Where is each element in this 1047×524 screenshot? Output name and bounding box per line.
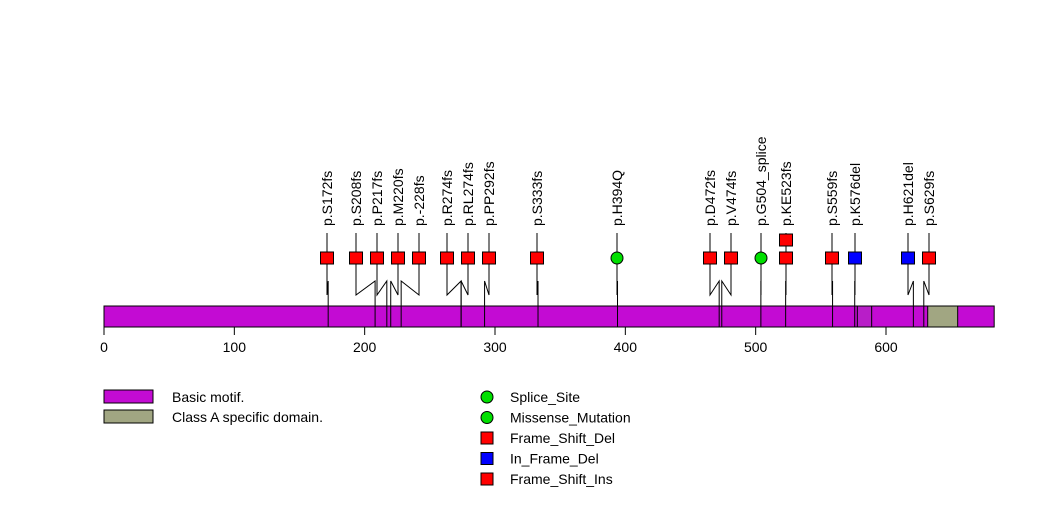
mutation-label: p.S559fs [824, 171, 840, 226]
mutation-stem [355, 258, 376, 327]
mutation-marker-square [482, 251, 496, 265]
x-tick-label: 200 [353, 339, 377, 355]
mutation-marker-square [922, 251, 936, 265]
mutation-marker-square [825, 251, 839, 265]
mutation-marker-square [440, 251, 454, 265]
mutation-marker-square [320, 251, 334, 265]
mutation-label: p.H394Q [609, 170, 625, 226]
legend-swatch [103, 409, 154, 424]
legend-marker-circle [480, 411, 494, 424]
mutation-marker-circle [754, 251, 768, 265]
mutation-label: p.PP292fs [481, 161, 497, 226]
mutation-label: p.H621del [900, 162, 916, 226]
mutation-label: p.-228fs [411, 175, 427, 226]
mutation-label: p.K576del [847, 163, 863, 226]
mutation-label: p.S629fs [921, 171, 937, 226]
mutation-stem [326, 258, 329, 327]
mutation-stem [721, 258, 732, 327]
mutation-stem [616, 258, 619, 327]
mutation-label: p.M220fs [390, 168, 406, 226]
domain-basic-motif-segment [856, 305, 873, 328]
mutation-stem [923, 258, 930, 327]
domain-class-a-domain [927, 305, 959, 328]
mutation-marker-square [703, 251, 717, 265]
mutation-label: p.V474fs [723, 171, 739, 226]
x-tick-label: 600 [874, 339, 898, 355]
domain-basic-motif [103, 305, 995, 328]
legend-label: Missense_Mutation [510, 410, 631, 426]
mutation-marker-square [349, 251, 363, 265]
mutation-stem [484, 258, 490, 327]
mutation-label: p.S333fs [529, 171, 545, 226]
mutation-marker-square [412, 251, 426, 265]
mutation-marker-square [461, 251, 475, 265]
legend-label: Basic motif. [172, 389, 244, 405]
mutation-marker-square [724, 251, 738, 265]
mutation-label: p.KE523fs [778, 161, 794, 226]
x-tick-label: 0 [100, 339, 108, 355]
mutation-stem [709, 258, 720, 327]
mutation-label: p.RL274fs [460, 162, 476, 226]
legend-marker-square [480, 472, 494, 486]
x-tick-label: 500 [744, 339, 768, 355]
x-tick-label: 100 [223, 339, 247, 355]
mutation-marker-square [779, 251, 793, 265]
mutation-stem [907, 258, 914, 327]
mutation-stem [831, 258, 834, 327]
legend-swatch [103, 389, 154, 404]
mutation-marker-square [779, 233, 793, 247]
legend-marker-square [480, 452, 494, 465]
mutation-label: p.D472fs [702, 170, 718, 226]
legend-marker-square [480, 431, 494, 445]
legend-label: Class A specific domain. [172, 409, 323, 425]
mutation-marker-square [530, 251, 544, 265]
legend-label: In_Frame_Del [510, 451, 599, 467]
mutation-label: p.S172fs [319, 171, 335, 226]
legend-label: Frame_Shift_Del [510, 430, 615, 446]
mutation-label: p.G504_splice [753, 136, 769, 226]
legend-marker-circle [480, 390, 494, 404]
mutation-stem [460, 258, 469, 327]
legend-label: Frame_Shift_Ins [510, 471, 613, 487]
mutation-label: p.R274fs [439, 170, 455, 226]
mutation-stem [390, 258, 399, 327]
mutation-marker-square [391, 251, 405, 265]
mutation-stem [536, 258, 539, 327]
x-tick-label: 300 [483, 339, 507, 355]
legend-label: Splice_Site [510, 389, 580, 405]
mutation-stem [376, 258, 388, 327]
x-tick-label: 400 [614, 339, 638, 355]
mutation-marker-square [848, 251, 862, 265]
mutation-stem [400, 258, 420, 327]
mutation-label: p.S208fs [348, 171, 364, 226]
mutation-label: p.P217fs [369, 171, 385, 226]
mutation-marker-square [901, 251, 915, 265]
mutation-marker-circle [610, 251, 624, 265]
mutation-marker-square [370, 251, 384, 265]
